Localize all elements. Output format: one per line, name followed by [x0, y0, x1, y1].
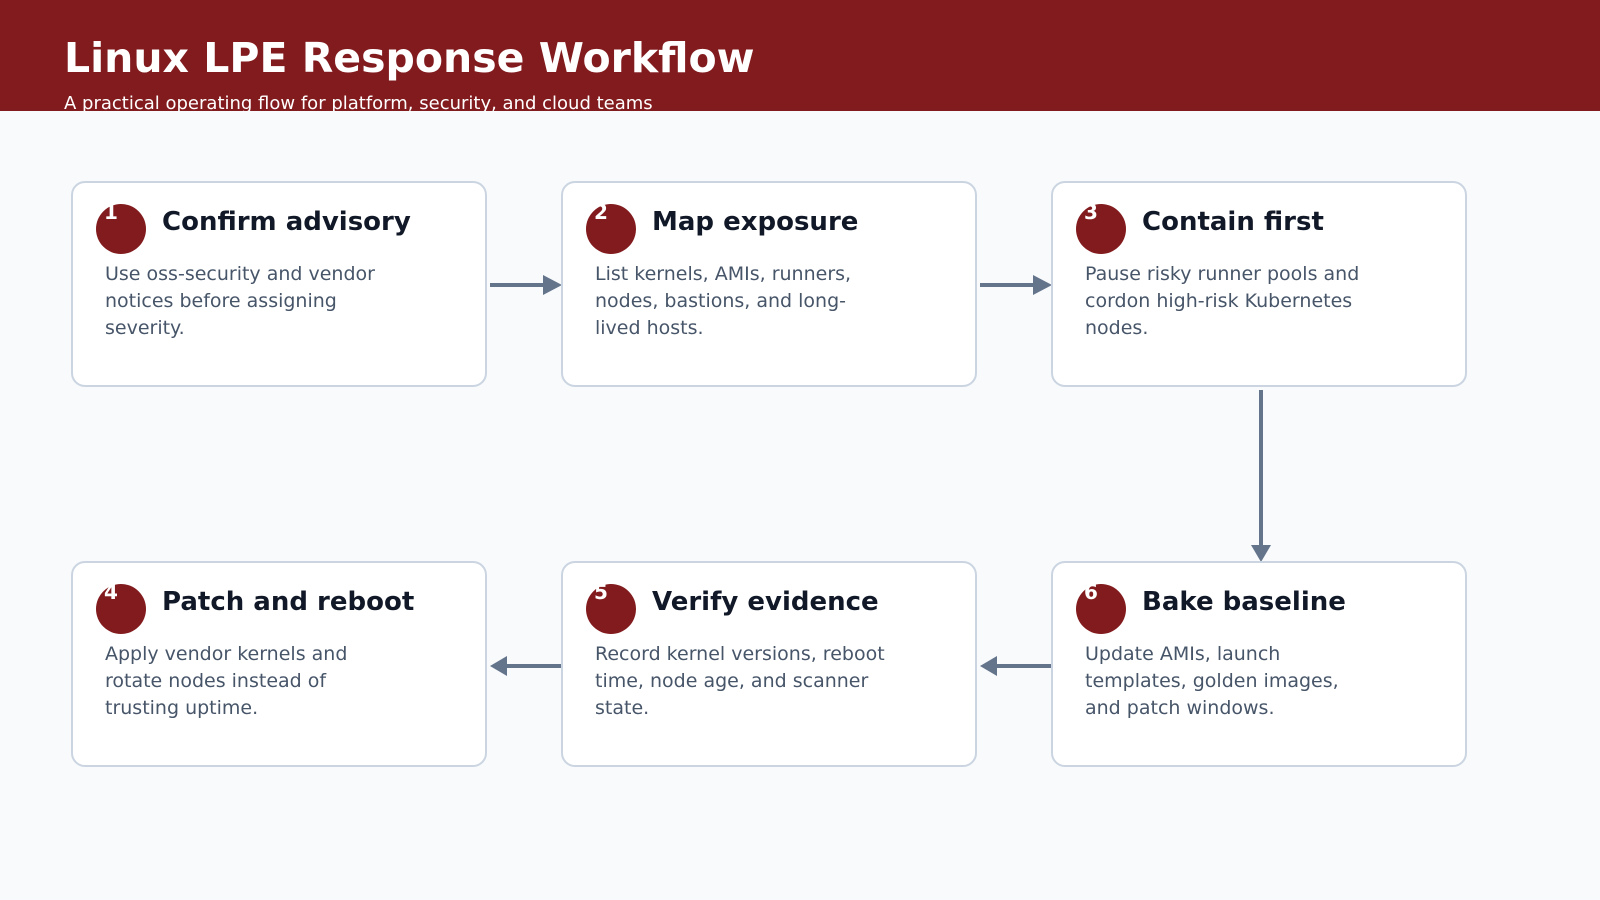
step-description: Apply vendor kernels and rotate nodes in… [105, 643, 348, 719]
step-card-6: 6 Bake baseline Update AMIs, launch temp… [1051, 561, 1467, 767]
step-badge: 3 [1076, 200, 1126, 254]
page-title: Linux LPE Response Workflow [64, 34, 755, 82]
page-header: Linux LPE Response Workflow A practical … [0, 0, 1600, 111]
step-number: 3 [1084, 200, 1098, 224]
connector-1-to-2 [490, 275, 562, 295]
step-number: 6 [1084, 580, 1098, 604]
step-title: Verify evidence [652, 587, 879, 617]
step-badge: 5 [586, 580, 636, 634]
step-description: Pause risky runner pools and cordon high… [1085, 263, 1360, 339]
step-number: 4 [104, 580, 118, 604]
step-card-2: 2 Map exposure List kernels, AMIs, runne… [561, 181, 977, 387]
step-badge: 4 [96, 580, 146, 634]
step-number: 5 [594, 580, 608, 604]
connector-3-to-6 [1251, 390, 1271, 562]
connector-6-to-5 [980, 656, 1052, 676]
step-title: Patch and reboot [162, 587, 415, 617]
step-card-1: 1 Confirm advisory Use oss-security and … [71, 181, 487, 387]
step-title: Map exposure [652, 207, 859, 237]
step-title: Confirm advisory [162, 207, 411, 237]
connector-5-to-4 [490, 656, 562, 676]
step-card-3: 3 Contain first Pause risky runner pools… [1051, 181, 1467, 387]
connector-2-to-3 [980, 275, 1052, 295]
step-description: List kernels, AMIs, runners, nodes, bast… [595, 263, 852, 339]
step-description: Record kernel versions, reboot time, nod… [595, 643, 885, 719]
step-number: 1 [104, 200, 118, 224]
step-number: 2 [594, 200, 608, 224]
step-title: Contain first [1142, 207, 1324, 237]
step-title: Bake baseline [1142, 587, 1346, 617]
step-description: Update AMIs, launch templates, golden im… [1085, 643, 1339, 719]
step-card-5: 5 Verify evidence Record kernel versions… [561, 561, 977, 767]
step-description: Use oss-security and vendor notices befo… [105, 263, 375, 339]
step-badge: 1 [96, 200, 146, 254]
step-badge: 2 [586, 200, 636, 254]
page-subtitle: A practical operating flow for platform,… [64, 93, 653, 111]
step-card-4: 4 Patch and reboot Apply vendor kernels … [71, 561, 487, 767]
step-badge: 6 [1076, 580, 1126, 634]
